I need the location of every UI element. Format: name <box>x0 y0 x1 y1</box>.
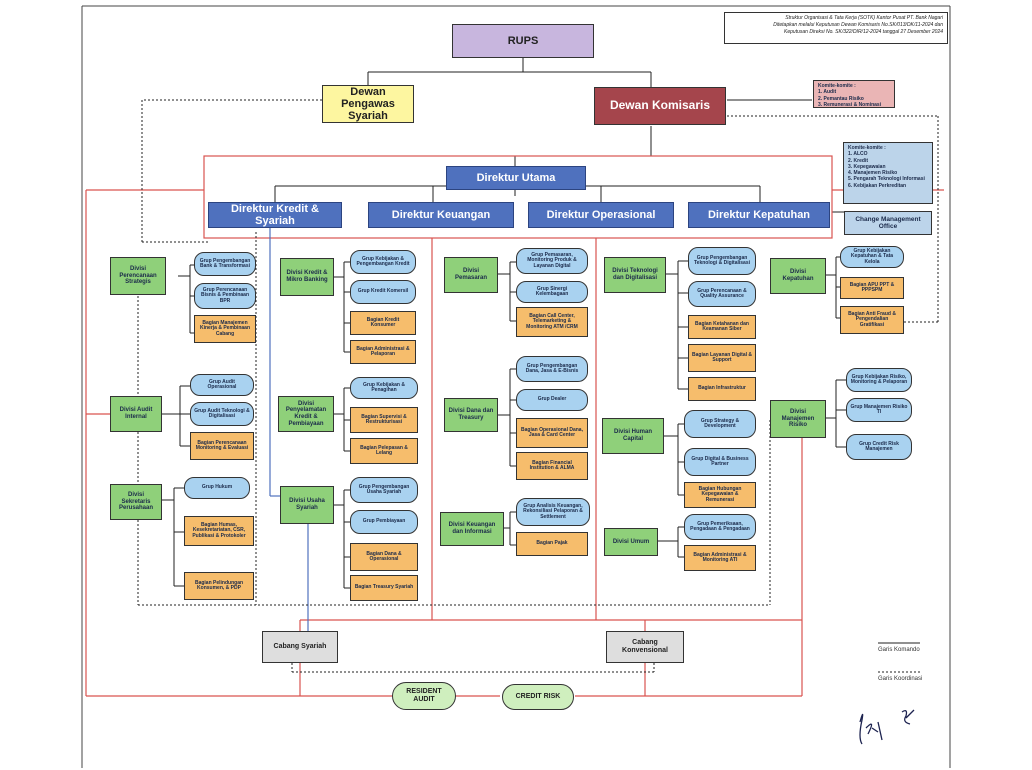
divisi-sekretaris-perusahaan: Divisi Sekretaris Perusahaan <box>110 484 162 520</box>
komite-komisaris-box: Komite-komite : 1. Audit 2. Pemantau Ris… <box>813 80 895 108</box>
komite-komisaris-item: 1. Audit <box>818 89 837 96</box>
bagian-perencanaan-monitoring: Bagian Perencanaan Monitoring & Evaluasi <box>190 432 254 460</box>
cabang-konvensional-box: Cabang Konvensional <box>606 631 684 663</box>
grup-pemeriksaan-pengadaan: Grup Pemeriksaan, Pengadaan & Pengadaan <box>684 514 756 540</box>
grup-credit-risk-manajemen: Grup Credit Risk Manajemen <box>846 434 912 460</box>
divisi-pemasaran: Divisi Pemasaran <box>444 257 498 293</box>
grup-manajemen-risiko-ti: Grup Manajemen Risiko TI <box>846 398 912 422</box>
resident-audit-box: RESIDENT AUDIT <box>392 682 456 710</box>
bagian-kredit-konsumer: Bagian Kredit Konsumer <box>350 311 416 335</box>
divisi-keuangan-informasi: Divisi Keuangan dan Informasi <box>440 512 504 546</box>
bagian-ketahanan-siber: Bagian Ketahanan dan Keamanan Siber <box>688 315 756 339</box>
decree-line-2: Ditetapkan melalui Keputusan Dewan Komis… <box>773 21 943 28</box>
change-management-office-box: Change Management Office <box>844 211 932 235</box>
komite-komisaris-item: 3. Remunerasi & Nominasi <box>818 101 882 108</box>
grup-dealer: Grup Dealer <box>516 389 588 411</box>
divisi-dana-treasury: Divisi Dana dan Treasury <box>444 398 498 432</box>
grup-kebijakan-penagihan: Grup Kebijakan & Penagihan <box>350 377 418 399</box>
direktur-keuangan-box: Direktur Keuangan <box>368 202 514 228</box>
bagian-administrasi-monitoring-ati: Bagian Administrasi & Monitoring ATI <box>684 545 756 571</box>
grup-kebijakan-risiko: Grup Kebijakan Risiko, Monitoring & Pela… <box>846 368 912 392</box>
bagian-layanan-digital: Bagian Layanan Digital & Support <box>688 344 756 372</box>
grup-pengembangan-usaha-syariah: Grup Pengembangan Usaha Syariah <box>350 477 418 503</box>
direktur-utama-box: Direktur Utama <box>446 166 586 190</box>
bagian-pelindungan-konsumen: Bagian Pelindungan Konsumen, & PDP <box>184 572 254 600</box>
dewan-komisaris-box: Dewan Komisaris <box>594 87 726 125</box>
grup-kebijakan-kepatuhan: Grup Kebijakan Kepatuhan & Tata Kelola <box>840 246 904 268</box>
legend-garis-komando: Garis Komando <box>878 647 920 653</box>
bagian-financial-institution: Bagian Financial Institution & ALMA <box>516 452 588 480</box>
cabang-syariah-box: Cabang Syariah <box>262 631 338 663</box>
komite-direksi-item: 1. ALCO <box>848 151 868 158</box>
komite-direksi-title: Komite-komite : <box>848 145 886 151</box>
divisi-umum: Divisi Umum <box>604 528 658 556</box>
divisi-perencanaan-strategis: Divisi Perencanaan Strategis <box>110 257 166 295</box>
bagian-pelepasan-lelang: Bagian Pelepasan & Lelang <box>350 438 418 464</box>
grup-pembiayaan: Grup Pembiayaan <box>350 510 418 534</box>
grup-strategy-development: Grup Strategy & Development <box>684 410 756 438</box>
komite-direksi-item: 2. Kredit <box>848 157 869 164</box>
komite-komisaris-title: Komite-komite : <box>818 83 856 89</box>
grup-audit-teknologi: Grup Audit Teknologi & Digitalisasi <box>190 402 254 426</box>
grup-digital-business-partner: Grup Digital & Business Partner <box>684 448 756 476</box>
grup-pengembangan-bank: Grup Pengembangan Bank & Transformasi <box>194 252 256 276</box>
divisi-kepatuhan: Divisi Kepatuhan <box>770 258 826 294</box>
grup-analisis-keuangan: Grup Analisis Keuangan, Rekonsiliasi Pel… <box>516 498 590 526</box>
grup-sinergi-kelembagaan: Grup Sinergi Kelembagaan <box>516 281 588 303</box>
komite-direksi-item: 6. Kebijakan Perkreditan <box>848 182 907 189</box>
grup-hukum: Grup Hukum <box>184 477 250 499</box>
decree-line-1: Struktur Organisasi & Tata Kerja (SOTK) … <box>785 15 943 21</box>
divisi-teknologi-digitalisasi: Divisi Teknologi dan Digitalisasi <box>604 257 666 293</box>
divisi-kredit-mikro-banking: Divisi Kredit & Mikro Banking <box>280 258 334 296</box>
bagian-anti-fraud: Bagian Anti Fraud & Pengendalian Gratifi… <box>840 306 904 334</box>
komite-komisaris-item: 2. Pemantau Risiko <box>818 95 864 102</box>
grup-pemasaran-monitoring: Grup Pemasaran, Monitoring Produk & Laya… <box>516 248 588 274</box>
bagian-dana-operasional: Bagian Dana & Operasional <box>350 543 418 571</box>
divisi-usaha-syariah: Divisi Usaha Syariah <box>280 486 334 524</box>
bagian-apu-ppt: Bagian APU PPT & PPPSPM <box>840 277 904 299</box>
grup-pengembangan-dana: Grup Pengembangan Dana, Jasa & E-Bisnis <box>516 356 588 382</box>
grup-audit-operasional: Grup Audit Operasional <box>190 374 254 396</box>
direktur-kepatuhan-box: Direktur Kepatuhan <box>688 202 830 228</box>
bagian-operasional-dana: Bagian Operasional Dana, Jasa & Card Cen… <box>516 418 588 448</box>
direktur-kredit-syariah-box: Direktur Kredit & Syariah <box>208 202 342 228</box>
grup-perencanaan-qa: Grup Perencanaan & Quality Assurance <box>688 281 756 307</box>
rups-box: RUPS <box>452 24 594 58</box>
bagian-hubungan-kepegawaian: Bagian Hubungan Kepegawaian & Remunerasi <box>684 482 756 508</box>
bagian-infrastruktur: Bagian Infrastruktur <box>688 377 756 401</box>
komite-direksi-item: 3. Kepegawaian <box>848 163 886 170</box>
grup-kebijakan-kredit: Grup Kebijakan & Pengembangan Kredit <box>350 250 416 274</box>
grup-pengembangan-teknologi: Grup Pengembangan Teknologi & Digitalisa… <box>688 247 756 275</box>
decree-reference: Struktur Organisasi & Tata Kerja (SOTK) … <box>724 12 948 44</box>
divisi-human-capital: Divisi Human Capital <box>602 418 664 454</box>
bagian-administrasi-pelaporan: Bagian Administrasi & Pelaporan <box>350 340 416 364</box>
direktur-operasional-box: Direktur Operasional <box>528 202 674 228</box>
grup-perencanaan-bisnis: Grup Perencanaan Bisnis & Pembinaan BPR <box>194 283 256 309</box>
divisi-manajemen-risiko: Divisi Manajemen Risiko <box>770 400 826 438</box>
bagian-pajak: Bagian Pajak <box>516 532 588 556</box>
bagian-call-center: Bagian Call Center, Telemarketing & Moni… <box>516 307 588 337</box>
grup-kredit-komersil: Grup Kredit Komersil <box>350 280 416 304</box>
komite-direksi-item: 4. Manajemen Risiko <box>848 170 898 176</box>
decree-line-3: Keputusan Direksi No. SK/322/DIR/12-2024… <box>784 28 943 35</box>
bagian-treasury-syariah: Bagian Treasury Syariah <box>350 575 418 601</box>
komite-direksi-item: 5. Pengarah Teknologi Informasi <box>848 176 925 183</box>
legend-garis-koordinasi: Garis Koordinasi <box>878 676 923 682</box>
komite-direksi-box: Komite-komite : 1. ALCO 2. Kredit 3. Kep… <box>843 142 933 204</box>
divisi-audit-internal: Divisi Audit Internal <box>110 396 162 432</box>
bagian-humas: Bagian Humas, Kesekretariatan, CSR, Publ… <box>184 516 254 546</box>
dewan-pengawas-syariah-box: Dewan Pengawas Syariah <box>322 85 414 123</box>
credit-risk-box: CREDIT RISK <box>502 684 574 710</box>
bagian-manajemen-kinerja: Bagian Manajemen Kinerja & Pembinaan Cab… <box>194 315 256 343</box>
divisi-penyelamatan-kredit: Divisi Penyelamatan Kredit & Pembiayaan <box>278 396 334 432</box>
bagian-supervisi: Bagian Supervisi & Restrukturisasi <box>350 407 418 433</box>
